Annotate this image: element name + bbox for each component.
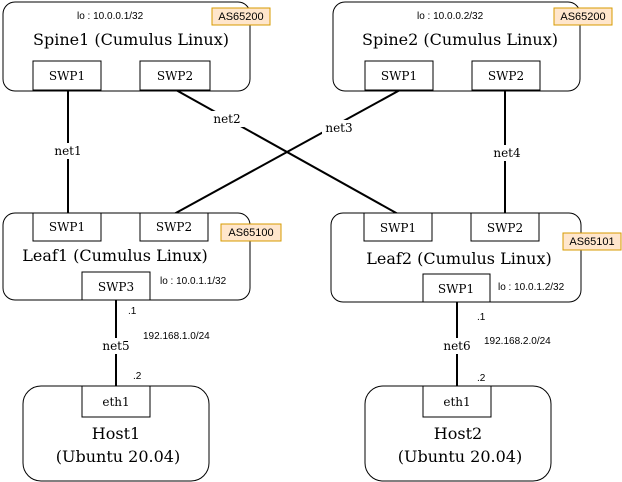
host1-title: Host1 xyxy=(92,424,140,443)
leaf2-host-octet: .1 xyxy=(477,312,486,323)
leaf1-swp2-label: SWP2 xyxy=(156,220,192,234)
spine1-title: Spine1 (Cumulus Linux) xyxy=(33,30,229,49)
host2-eth1-port xyxy=(422,385,492,418)
leaf2-title: Leaf2 (Cumulus Linux) xyxy=(366,249,551,268)
spine2-swp2-label: SWP2 xyxy=(488,69,524,83)
leaf1-title: Leaf1 (Cumulus Linux) xyxy=(22,246,207,265)
leaf1-swp3-port xyxy=(81,271,151,301)
leaf1-as-badge xyxy=(220,223,282,242)
host1-os: (Ubuntu 20.04) xyxy=(56,447,180,466)
leaf1-node: SWP1 SWP2 AS65100 Leaf1 (Cumulus Linux) … xyxy=(2,212,282,301)
spine1-as-label: AS65200 xyxy=(218,11,263,23)
spine1-swp1-port xyxy=(32,60,102,91)
host1-node: eth1 Host1 (Ubuntu 20.04) xyxy=(22,385,210,482)
link-net3 xyxy=(173,89,401,215)
net4-label: net4 xyxy=(493,146,521,160)
host2-eth1-label: eth1 xyxy=(443,395,470,409)
spine1-node: lo : 10.0.0.1/32 AS65200 Spine1 (Cumulus… xyxy=(2,1,271,92)
spine2-swp1-port xyxy=(364,60,434,91)
spine1-as-badge xyxy=(211,7,271,26)
host1-octet: .2 xyxy=(133,371,142,382)
spine1-swp2-label: SWP2 xyxy=(157,69,193,83)
leaf1-as-label: AS65100 xyxy=(228,227,273,239)
spine2-node: lo : 10.0.0.2/32 AS65200 Spine2 (Cumulus… xyxy=(332,1,613,92)
leaf1-host-octet: .1 xyxy=(128,306,137,317)
spine1-swp2-port xyxy=(139,60,211,91)
leaf2-swp1-port xyxy=(363,212,433,242)
leaf2-loopback: lo : 10.0.1.2/32 xyxy=(498,282,565,293)
spine2-loopback: lo : 10.0.0.2/32 xyxy=(417,11,484,22)
leaf1-swp1-label: SWP1 xyxy=(49,220,85,234)
leaf1-swp2-port xyxy=(139,212,209,242)
spine2-swp1-label: SWP1 xyxy=(381,69,417,83)
host1-eth1-port xyxy=(81,385,151,418)
leaf2-host-swp1-port xyxy=(422,273,491,303)
spine2-as-label: AS65200 xyxy=(560,11,605,23)
host1-eth1-label: eth1 xyxy=(102,395,129,409)
subnet1-label: 192.168.1.0/24 xyxy=(143,331,210,342)
leaf2-node: SWP1 SWP2 AS65101 Leaf2 (Cumulus Linux) … xyxy=(330,212,622,303)
leaf2-swp2-label: SWP2 xyxy=(487,221,523,235)
spine2-as-badge xyxy=(553,7,613,26)
leaf2-swp2-port xyxy=(470,212,540,242)
host2-node: eth1 Host2 (Ubuntu 20.04) xyxy=(364,385,552,482)
leaf2-as-label: AS65101 xyxy=(569,236,614,248)
spine2-title: Spine2 (Cumulus Linux) xyxy=(362,30,558,49)
leaf2-host-swp1-label: SWP1 xyxy=(438,282,474,296)
spine1-swp1-label: SWP1 xyxy=(49,69,85,83)
net1-label: net1 xyxy=(54,144,81,158)
leaf1-swp3-label: SWP3 xyxy=(98,280,134,294)
leaf1-loopback: lo : 10.0.1.1/32 xyxy=(160,276,227,287)
net5-label: net5 xyxy=(102,339,129,353)
spine2-swp2-port xyxy=(471,60,541,91)
leaf2-swp1-label: SWP1 xyxy=(380,221,416,235)
net3-label: net3 xyxy=(325,121,352,135)
spine1-loopback: lo : 10.0.0.1/32 xyxy=(77,11,144,22)
host2-os: (Ubuntu 20.04) xyxy=(398,447,522,466)
host2-octet: .2 xyxy=(477,373,486,384)
host2-title: Host2 xyxy=(434,424,482,443)
leaf2-as-badge xyxy=(562,232,622,251)
subnet2-label: 192.168.2.0/24 xyxy=(484,336,551,347)
leaf1-swp1-port xyxy=(32,212,102,242)
net6-label: net6 xyxy=(443,339,470,353)
net2-label: net2 xyxy=(213,112,240,126)
